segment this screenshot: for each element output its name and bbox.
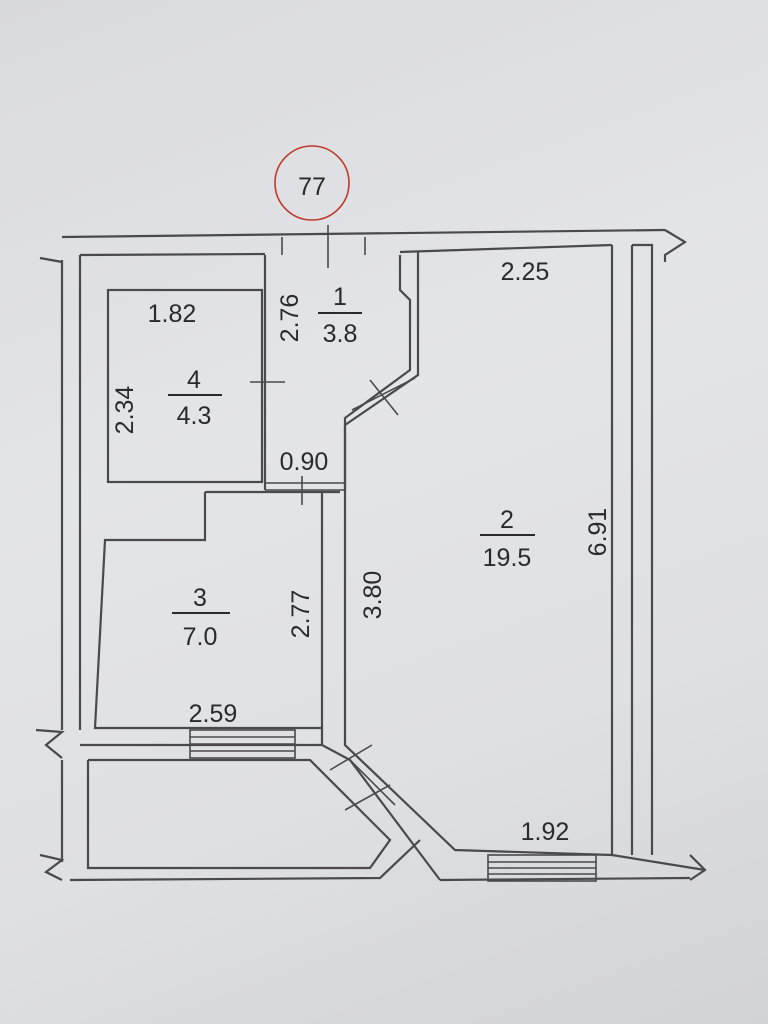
room-3-width: 2.59: [189, 700, 238, 728]
room-3-area: 7.0: [183, 623, 218, 651]
room-4-height: 2.34: [111, 386, 139, 435]
room-3-outline: [93, 490, 340, 730]
window-room-3: [189, 729, 296, 759]
room-4-number: 4: [187, 366, 201, 394]
room-2-number: 2: [500, 506, 514, 534]
balcony-outline: [80, 743, 392, 870]
room-2-width-top: 2.25: [501, 258, 550, 286]
room-1-area: 3.8: [323, 320, 358, 348]
room-2-width-bottom: 1.92: [521, 818, 570, 846]
room-3-height: 2.77: [287, 590, 315, 639]
room-1-dim-height: 2.76: [276, 294, 304, 343]
room-2-length: 6.91: [584, 508, 612, 557]
room-3-number: 3: [193, 584, 207, 612]
room-4-area: 4.3: [177, 402, 212, 430]
room-2-left-length: 3.80: [359, 571, 387, 620]
apartment-number-circle: [274, 145, 350, 221]
room-1-number: 1: [333, 283, 347, 311]
room-2-outline: [345, 245, 612, 855]
window-room-2: [487, 854, 597, 882]
room-2-area: 19.5: [483, 544, 532, 572]
room-4-width: 1.82: [148, 300, 197, 328]
apartment-number: 77: [298, 173, 326, 201]
door-width: 0.90: [280, 448, 329, 476]
outer-walls: [35, 228, 707, 882]
